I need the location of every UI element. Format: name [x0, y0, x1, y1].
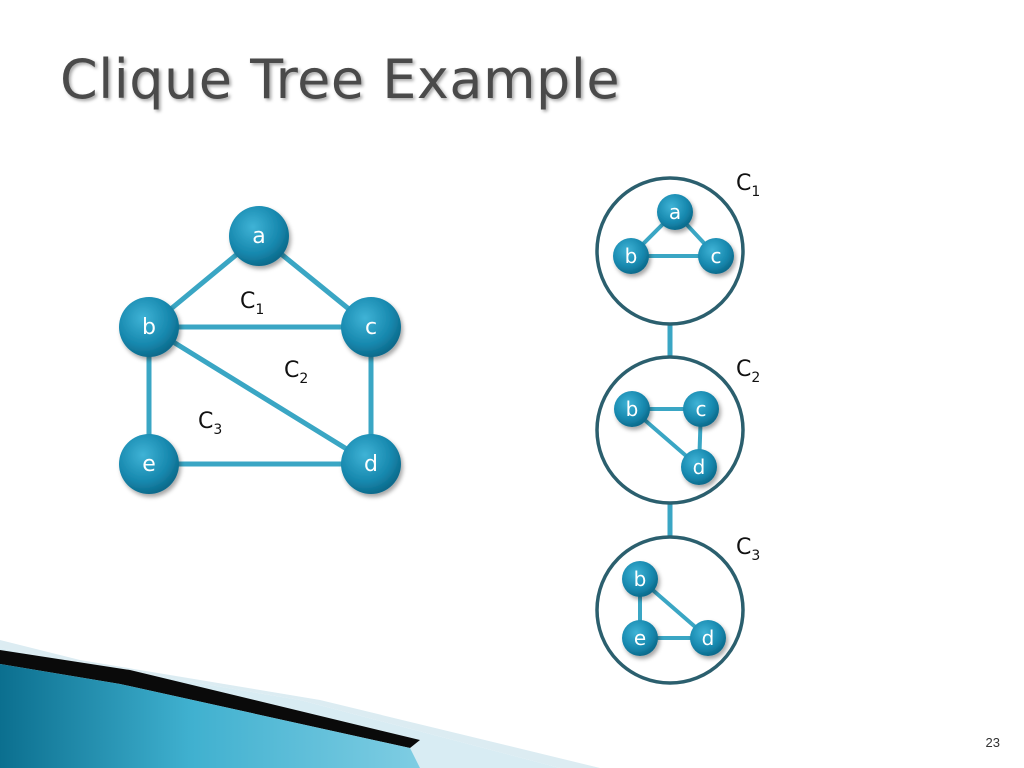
graph-clique-label-2-sub: 2 [299, 371, 308, 387]
tree-clique-c1-label: C1 [736, 171, 760, 200]
page-number: 23 [985, 735, 1000, 750]
tree-clique-c3-label: C3 [736, 535, 760, 564]
tree-clique-c3-label-base: C [736, 535, 751, 560]
graph-node-b-label: b [142, 315, 156, 340]
graph-node-b: b [119, 297, 179, 357]
tree-clique-c3: b e d C3 [595, 535, 760, 685]
tree-c1-node-b: b [613, 238, 649, 274]
graph-clique-label-1: C1 [240, 289, 264, 318]
graph-node-e: e [119, 434, 179, 494]
tree-c3-node-b-label: b [634, 567, 647, 591]
graph-nodes: a b c d e [119, 206, 401, 494]
tree-c1-node-a: a [657, 194, 693, 230]
graph-node-e-label: e [142, 452, 156, 477]
graph-clique-label-3: C3 [198, 409, 222, 438]
graph-clique-label-2: C2 [284, 358, 308, 387]
graph-node-a: a [229, 206, 289, 266]
tree-c1-node-b-label: b [625, 244, 638, 268]
tree-clique-c1-ring [595, 176, 745, 326]
tree-clique-c3-ring [595, 535, 745, 685]
tree-c1-node-a-label: a [669, 200, 681, 224]
graph-edges [146, 233, 374, 467]
tree-c3-node-e-label: e [634, 626, 646, 650]
edge-b-d [146, 324, 374, 467]
tree-c2-node-c: c [683, 391, 719, 427]
graph-node-d: d [341, 434, 401, 494]
tree-clique-c2-ring [595, 355, 745, 505]
graph-clique-labels: C1 C2 C3 [198, 289, 308, 438]
tree-clique-c2: b c d C2 [595, 355, 760, 505]
graph-clique-label-3-sub: 3 [213, 422, 222, 438]
decorative-swoosh [0, 640, 600, 768]
tree-c2-node-d-label: d [693, 455, 706, 479]
tree-clique-c3-label-sub: 3 [751, 548, 760, 564]
tree-c3-node-d: d [690, 620, 726, 656]
graph-clique-label-1-base: C [240, 289, 255, 314]
clique-tree: a b c C1 b [595, 171, 760, 685]
graph-node-d-label: d [364, 452, 378, 477]
tree-clique-c2-label: C2 [736, 357, 760, 386]
tree-c2-node-b: b [614, 391, 650, 427]
tree-c3-node-e: e [622, 620, 658, 656]
graph-node-a-label: a [252, 224, 265, 249]
tree-c3-node-d-label: d [702, 626, 715, 650]
graph-node-c: c [341, 297, 401, 357]
graph-clique-label-2-base: C [284, 358, 299, 383]
tree-c2-node-b-label: b [626, 397, 639, 421]
tree-c3-node-b: b [622, 561, 658, 597]
tree-c1-node-c-label: c [711, 244, 722, 268]
graph-node-c-label: c [365, 315, 377, 340]
tree-c2-node-c-label: c [696, 397, 707, 421]
tree-c2-node-d: d [681, 449, 717, 485]
tree-clique-c1: a b c C1 [595, 171, 760, 326]
slide-title: Clique Tree Example [60, 48, 621, 111]
tree-clique-c1-label-sub: 1 [751, 184, 760, 200]
graph-clique-label-1-sub: 1 [255, 302, 264, 318]
tree-clique-c1-label-base: C [736, 171, 751, 196]
tree-clique-c2-label-sub: 2 [751, 370, 760, 386]
graph-clique-label-3-base: C [198, 409, 213, 434]
tree-c1-node-c: c [698, 238, 734, 274]
tree-clique-c2-label-base: C [736, 357, 751, 382]
